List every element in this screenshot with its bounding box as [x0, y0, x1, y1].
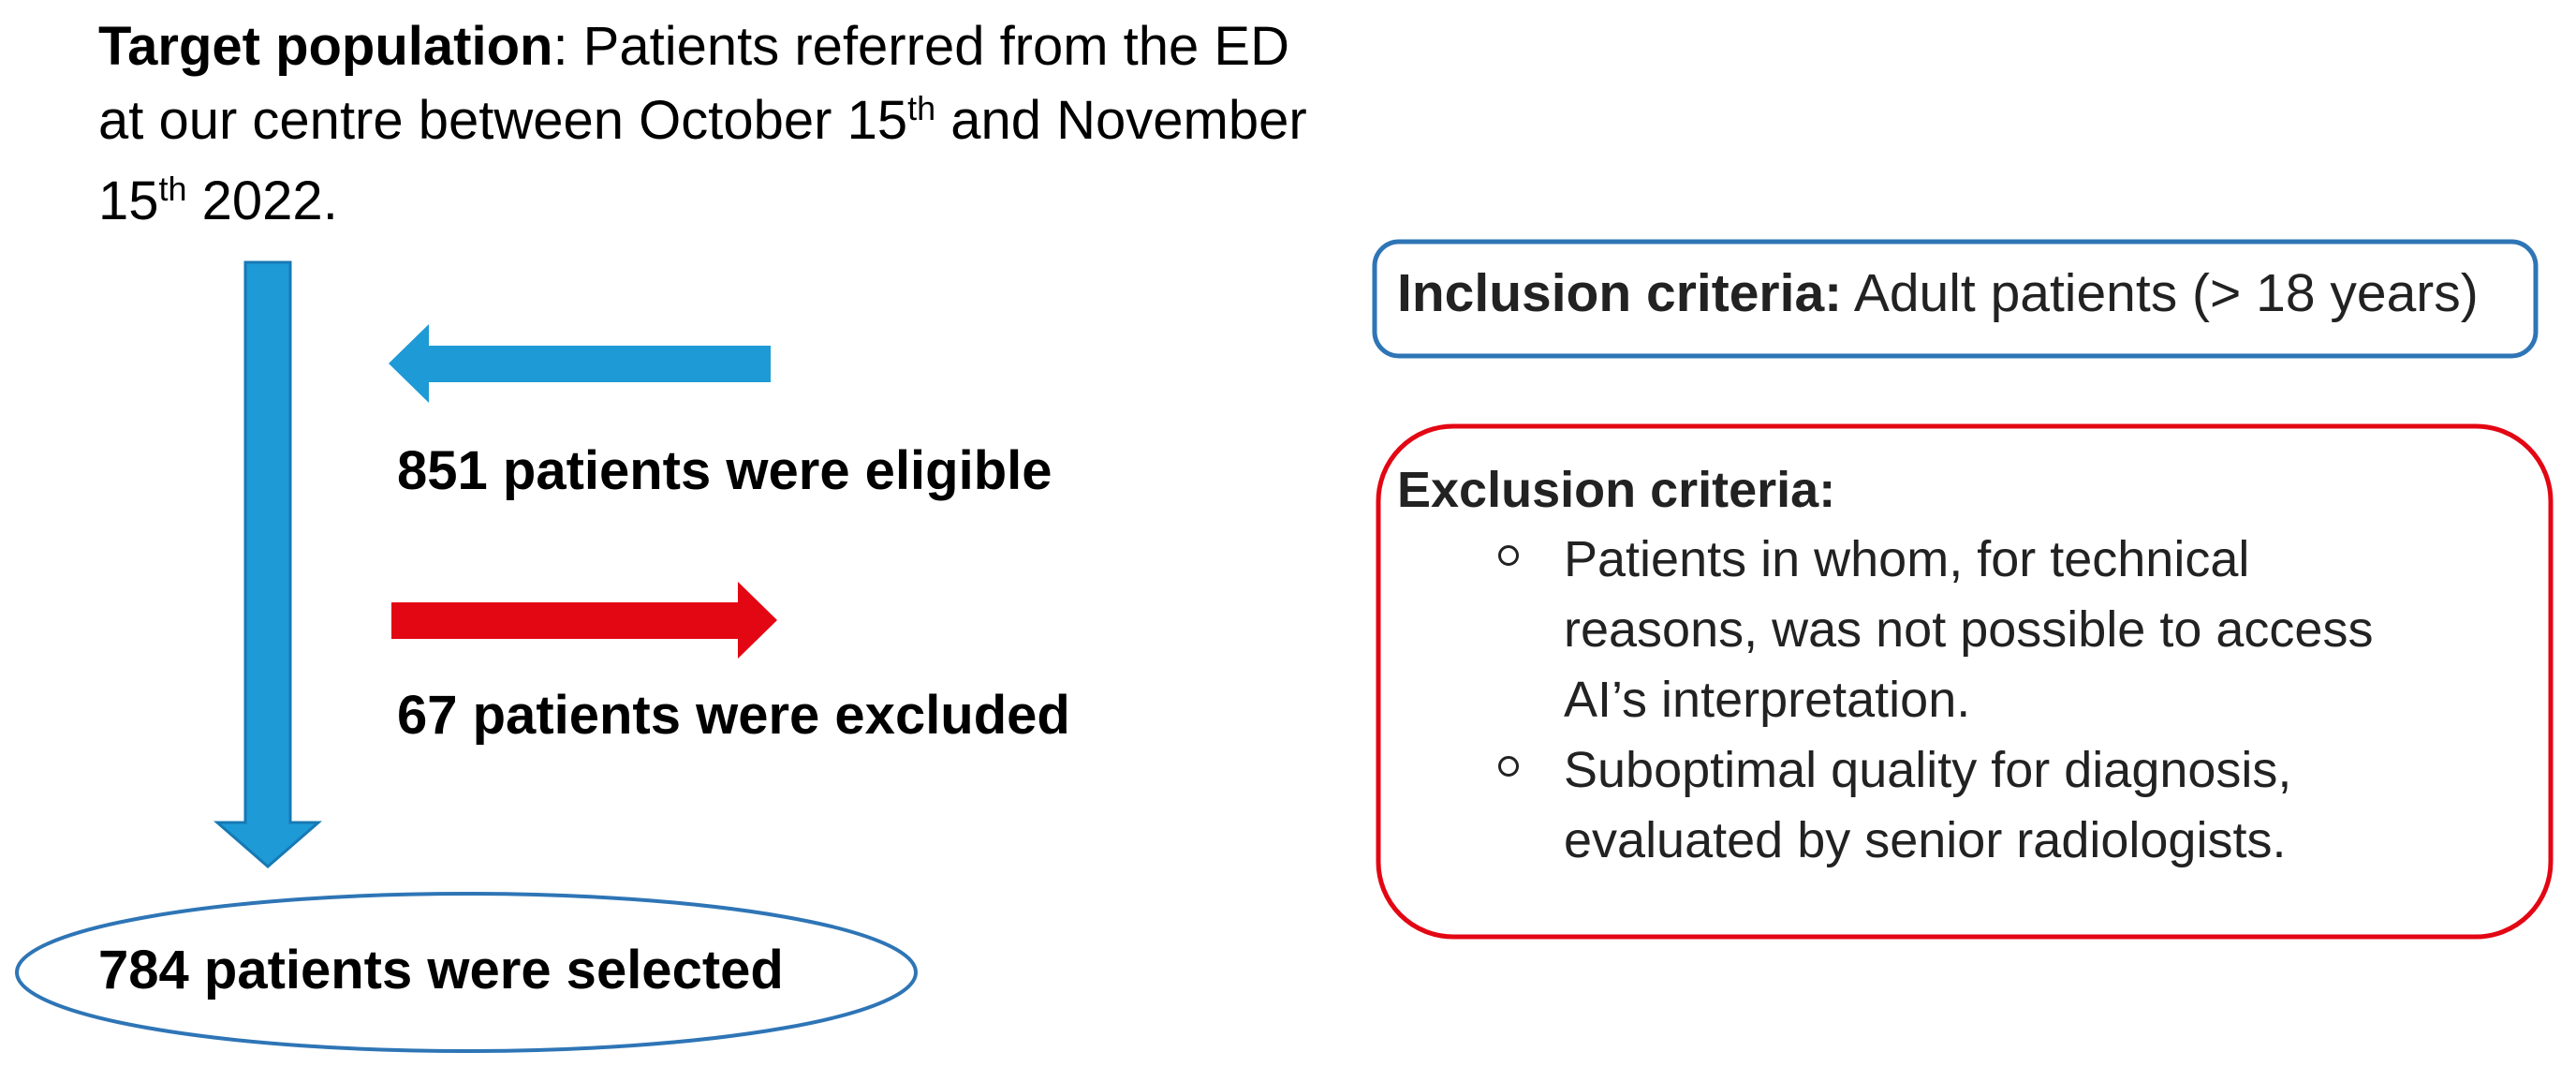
exclusion-item: Patients in whom, for technical reasons,… [1498, 525, 2453, 735]
exclusion-item-text: Patients in whom, for technical reasons,… [1564, 531, 2374, 728]
down-arrow [213, 260, 323, 868]
circle-bullet-icon [1498, 545, 1519, 566]
exclusion-criteria-label: Exclusion criteria: [1397, 462, 1836, 518]
circle-bullet-icon [1498, 756, 1519, 777]
selected-count-label: 784 patients were selected [98, 940, 784, 1000]
target-population-label: Target population [98, 16, 553, 77]
selected-ellipse [15, 892, 918, 1053]
exclusion-criteria-list: Patients in whom, for technical reasons,… [1498, 525, 2453, 876]
inclusion-criteria-label: Inclusion criteria: [1397, 263, 1843, 323]
inclusion-box [1372, 239, 2539, 359]
inclusion-criteria-value: Adult patients (> 18 years) [1842, 263, 2479, 323]
eligible-count-label: 851 patients were eligible [397, 440, 1052, 501]
target-population-desc-2: and November 15 [98, 90, 1307, 231]
exclusion-item-text: Suboptimal quality for diagnosis, evalua… [1564, 742, 2292, 868]
target-population-desc-1: : Patients referred from the ED at our c… [98, 16, 1289, 151]
superscript-th-2: th [158, 170, 187, 208]
excluded-count-label: 67 patients were excluded [397, 685, 1070, 746]
target-population-text: Target population: Patients referred fro… [98, 9, 1344, 245]
left-arrow [389, 324, 771, 403]
exclusion-box [1376, 423, 2554, 940]
inclusion-criteria-text: Inclusion criteria: Adult patients (> 18… [1397, 262, 2479, 324]
right-arrow [391, 582, 777, 659]
superscript-th-1: th [907, 89, 936, 127]
target-population-desc-3: 2022. [186, 170, 338, 231]
exclusion-item: Suboptimal quality for diagnosis, evalua… [1498, 735, 2453, 876]
